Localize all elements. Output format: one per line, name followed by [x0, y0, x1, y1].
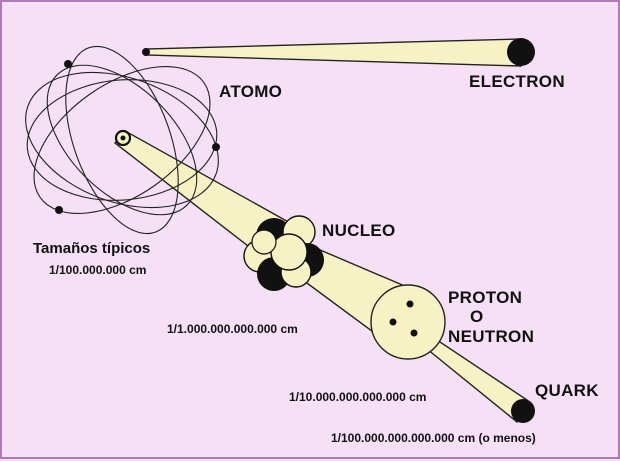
nucleus-cluster: [243, 215, 324, 291]
quark-sphere: [511, 399, 535, 423]
neutron-label: NEUTRON: [448, 327, 535, 346]
electron-zoom-beam: [144, 38, 522, 67]
atom-electrons: [55, 48, 220, 214]
nucleo-label: NUCLEO: [322, 221, 396, 240]
atom-orbits: [25, 45, 219, 235]
quark-size: 1/100.000.000.000.000 cm (o menos): [331, 431, 536, 445]
quark-label: QUARK: [535, 381, 599, 400]
electron-label: ELECTRON: [469, 72, 565, 91]
nucleus-size: 1/1.000.000.000.000 cm: [167, 322, 298, 336]
or-label: O: [470, 307, 484, 326]
proton-sphere: [370, 284, 446, 360]
proton-size: 1/10.000.000.000.000 cm: [289, 390, 427, 404]
proton-label: PROTON: [448, 288, 523, 307]
electron-sphere: [507, 38, 535, 66]
atomo-label: ATOMO: [219, 82, 283, 101]
typical-sizes-title: Tamaños típicos: [33, 240, 151, 257]
proton-quarks: [389, 300, 418, 337]
atom-size: 1/100.000.000 cm: [49, 263, 147, 277]
